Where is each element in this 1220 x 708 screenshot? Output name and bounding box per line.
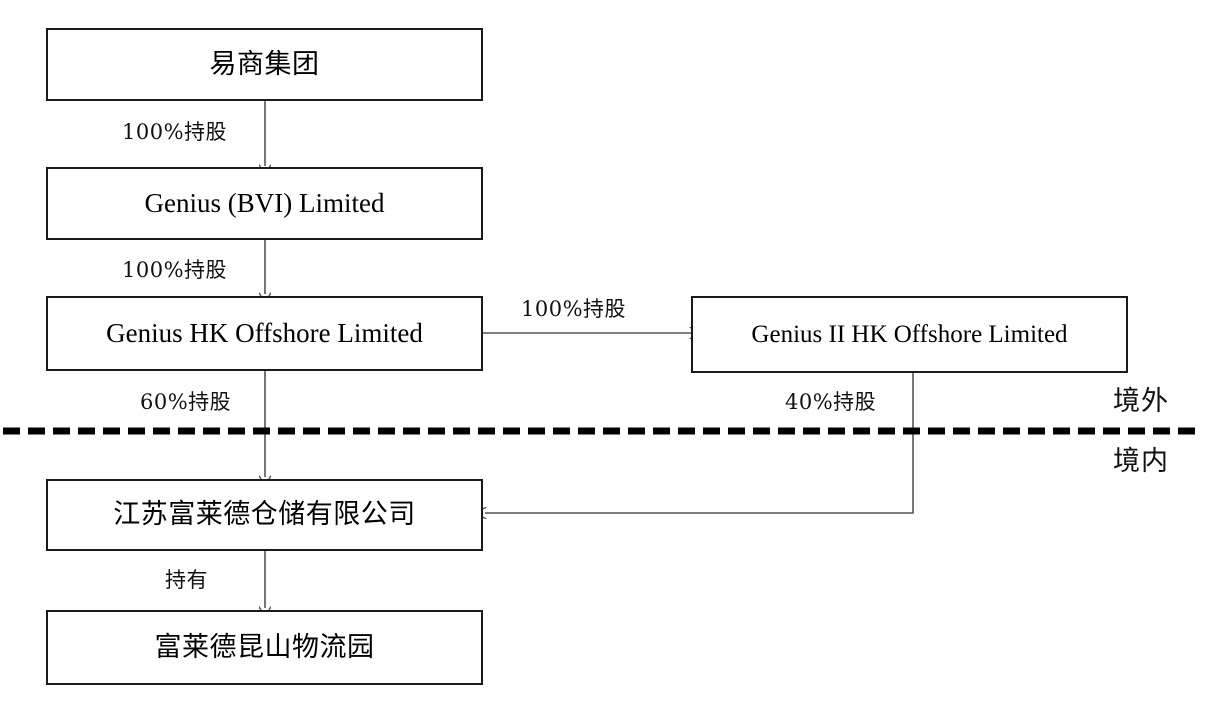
node-genius-bvi-label: Genius (BVI) Limited [144,187,385,218]
node-genius-bvi[interactable]: Genius (BVI) Limited [46,167,483,240]
node-genius-ii-hk-label: Genius II HK Offshore Limited [751,320,1068,348]
edge-label-genius-hk-to-genius-ii: 100%持股 [521,297,627,321]
node-fulaide-kunshan-label: 富莱德昆山物流园 [154,631,375,663]
connector-genius-ii-to-jiangsu [485,373,914,513]
node-yishang[interactable]: 易商集团 [46,28,483,101]
node-genius-hk-label: Genius HK Offshore Limited [106,317,423,348]
edge-label-genius-bvi-to-genius-hk: 100%持股 [122,258,228,282]
node-yishang-label: 易商集团 [209,48,320,80]
edge-label-jiangsu-to-kunshan: 持有 [165,568,208,592]
edge-label-yishang-to-genius-bvi: 100%持股 [122,120,228,144]
edge-label-genius-ii-to-jiangsu: 40%持股 [785,390,877,414]
region-label-onshore: 境内 [1113,446,1169,477]
node-genius-hk[interactable]: Genius HK Offshore Limited [46,296,483,371]
node-fulaide-kunshan[interactable]: 富莱德昆山物流园 [46,610,483,685]
node-jiangsu-fulaide[interactable]: 江苏富莱德仓储有限公司 [46,479,483,551]
region-label-offshore: 境外 [1113,386,1169,417]
edge-label-genius-hk-to-jiangsu: 60%持股 [140,390,232,414]
node-genius-ii-hk[interactable]: Genius II HK Offshore Limited [691,296,1128,373]
node-jiangsu-fulaide-label: 江苏富莱德仓储有限公司 [113,499,416,531]
